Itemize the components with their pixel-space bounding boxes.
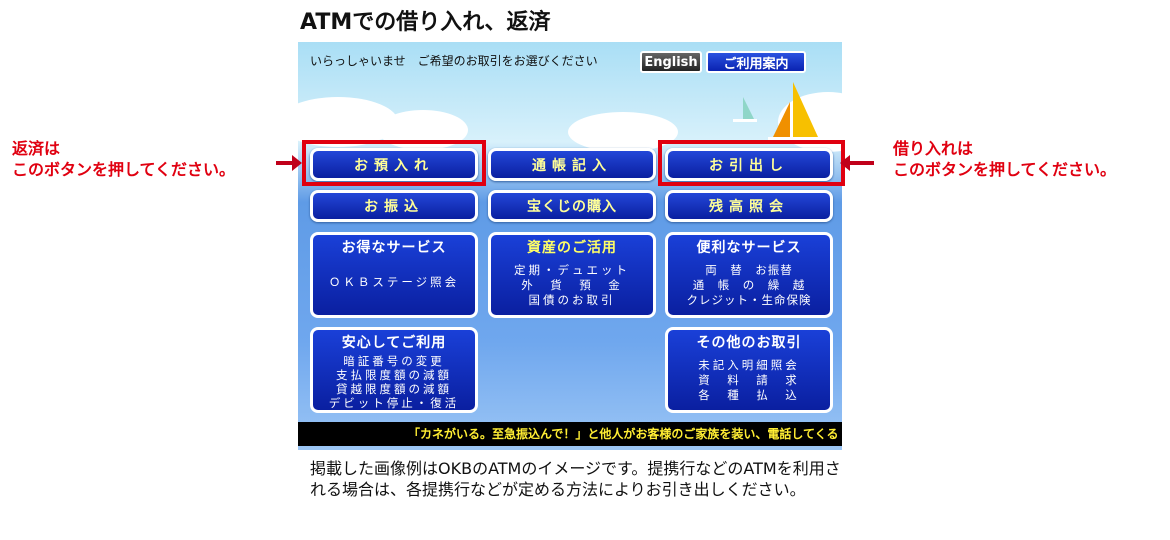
panel-title: お得なサービス: [341, 240, 447, 256]
repayment-note: 返済は このボタンを押してください。: [12, 139, 236, 179]
caption: 掲載した画像例はOKBのATMのイメージです。提携行などのATMを利用される場合…: [310, 459, 841, 499]
deposit-button[interactable]: お預入れ: [310, 148, 478, 181]
asset-panel[interactable]: 資産のご活用 定期・デュエット 外 貨 預 金 国債のお取引: [488, 232, 656, 318]
sailboat-icon: [733, 82, 823, 142]
arrow-head-icon: [292, 155, 302, 171]
arrow-head-icon: [840, 155, 850, 171]
panel-items: 両 替 お振替 通 帳 の 繰 越 クレジット・生命保険: [686, 263, 812, 307]
special-services-panel[interactable]: お得なサービス ＯＫＢステージ照会: [310, 232, 478, 318]
other-transactions-panel[interactable]: その他のお取引 未記入明細照会 資 料 請 求 各 種 払 込: [665, 327, 833, 413]
highlight-deposit: [302, 140, 486, 186]
highlight-withdraw: [658, 140, 845, 186]
withdraw-button[interactable]: お引出し: [665, 148, 833, 181]
panel-items: 定期・デュエット 外 貨 預 金 国債のお取引: [514, 263, 630, 307]
panel-items: ＯＫＢステージ照会: [328, 275, 460, 289]
borrowing-note: 借り入れは このボタンを押してください。: [893, 139, 1117, 179]
arrow-left-icon: [848, 161, 874, 165]
convenient-services-panel[interactable]: 便利なサービス 両 替 お振替 通 帳 の 繰 越 クレジット・生命保険: [665, 232, 833, 318]
lottery-button[interactable]: 宝くじの購入: [488, 190, 656, 222]
panel-title: その他のお取引: [696, 335, 802, 351]
english-button[interactable]: English: [640, 51, 702, 73]
panel-title: 安心してご利用: [341, 335, 447, 351]
panel-items: 暗証番号の変更 支払限度額の減額 貸越限度額の減額 デビット停止・復活: [328, 354, 460, 410]
panel-title: 資産のご活用: [527, 240, 617, 256]
panel-items: 未記入明細照会 資 料 請 求 各 種 払 込: [698, 358, 800, 402]
balance-inquiry-button[interactable]: 残高照会: [665, 190, 833, 222]
guide-button[interactable]: ご利用案内: [706, 51, 806, 73]
arrow-right-icon: [276, 161, 298, 165]
warning-ticker: 「カネがいる。至急振込んで！」と他人がお客様のご家族を装い、電話してくる「: [298, 422, 842, 446]
panel-title: 便利なサービス: [696, 240, 802, 256]
transfer-button[interactable]: お振込: [310, 190, 478, 222]
passbook-update-button[interactable]: 通帳記入: [488, 148, 656, 181]
security-panel[interactable]: 安心してご利用 暗証番号の変更 支払限度額の減額 貸越限度額の減額 デビット停止…: [310, 327, 478, 413]
page-title: ATMでの借り入れ、返済: [300, 10, 551, 35]
atm-screen: いらっしゃいませ ご希望のお取引をお選びください English ご利用案内 お…: [298, 42, 842, 450]
greeting-text: いらっしゃいませ ご希望のお取引をお選びください: [310, 54, 598, 68]
